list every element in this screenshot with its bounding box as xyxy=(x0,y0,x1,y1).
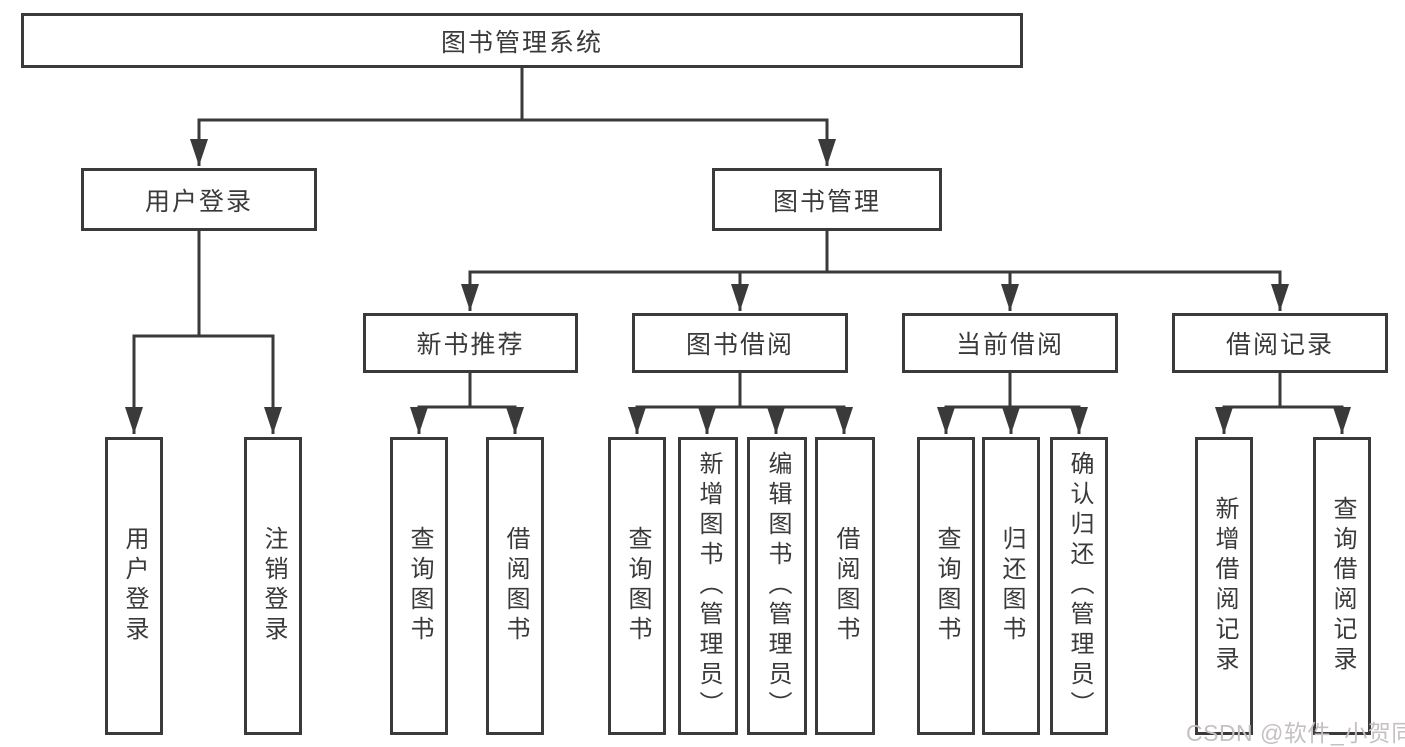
leaf-borrow-books-recommend: 借阅图书 xyxy=(486,437,544,735)
node-current-borrowing: 当前借阅 xyxy=(902,313,1118,373)
leaf-query-books-current-label: 查询图书 xyxy=(933,526,960,646)
leaf-user-login: 用户登录 xyxy=(105,437,163,735)
csdn-watermark: CSDN @软件_小贺同学 xyxy=(1186,720,1405,746)
leaf-logout: 注销登录 xyxy=(244,437,302,735)
node-user-login-label: 用户登录 xyxy=(144,187,253,216)
node-root-system: 图书管理系统 xyxy=(21,13,1023,68)
node-book-borrowing-label: 图书借阅 xyxy=(685,331,794,359)
node-borrow-records-label: 借阅记录 xyxy=(1225,331,1334,359)
node-current-borrowing-label: 当前借阅 xyxy=(955,331,1064,359)
node-book-management: 图书管理 xyxy=(712,168,942,231)
leaf-borrow-books-recommend-label: 借阅图书 xyxy=(502,526,529,646)
node-book-borrowing: 图书借阅 xyxy=(632,313,848,373)
leaf-logout-label: 注销登录 xyxy=(260,526,287,646)
leaf-query-books-borrowing-label: 查询图书 xyxy=(624,526,651,646)
leaf-user-login-label: 用户登录 xyxy=(121,526,148,646)
leaf-add-books-admin-label: 新增图书（管理员） xyxy=(695,451,722,721)
leaf-return-books-label: 归还图书 xyxy=(998,526,1025,646)
leaf-edit-books-admin-label: 编辑图书（管理员） xyxy=(764,451,791,721)
leaf-query-books-recommend-label: 查询图书 xyxy=(406,526,433,646)
leaf-return-books: 归还图书 xyxy=(982,437,1040,735)
leaf-confirm-return-admin: 确认归还（管理员） xyxy=(1050,437,1108,735)
node-book-management-label: 图书管理 xyxy=(772,187,881,216)
node-borrow-records: 借阅记录 xyxy=(1172,313,1388,373)
leaf-query-books-borrowing: 查询图书 xyxy=(608,437,666,735)
leaf-add-borrow-record-label: 新增借阅记录 xyxy=(1211,496,1238,676)
leaf-borrow-books: 借阅图书 xyxy=(815,437,875,735)
leaf-query-borrow-record: 查询借阅记录 xyxy=(1313,437,1371,735)
leaf-edit-books-admin: 编辑图书（管理员） xyxy=(747,437,807,735)
leaf-add-borrow-record: 新增借阅记录 xyxy=(1195,437,1253,735)
node-root-label: 图书管理系统 xyxy=(440,28,603,57)
node-new-book-recommend-label: 新书推荐 xyxy=(416,331,525,359)
leaf-confirm-return-admin-label: 确认归还（管理员） xyxy=(1066,451,1093,721)
leaf-query-books-recommend: 查询图书 xyxy=(390,437,448,735)
leaf-query-books-current: 查询图书 xyxy=(917,437,975,735)
node-user-login: 用户登录 xyxy=(81,168,317,231)
leaf-borrow-books-label: 借阅图书 xyxy=(832,526,859,646)
leaf-query-borrow-record-label: 查询借阅记录 xyxy=(1329,496,1356,676)
node-new-book-recommend: 新书推荐 xyxy=(363,313,578,373)
leaf-add-books-admin: 新增图书（管理员） xyxy=(678,437,738,735)
